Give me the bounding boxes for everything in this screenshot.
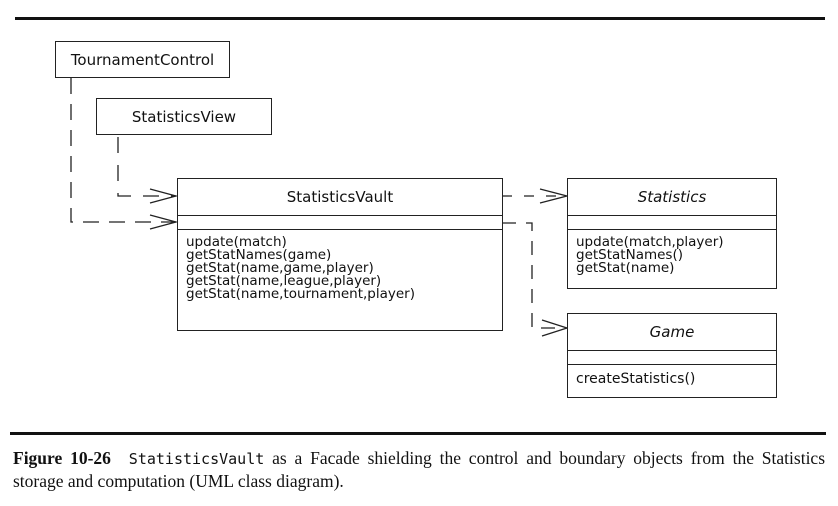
operation: getStat(name,league,player) [186,273,382,289]
operation: getStatNames(game) [186,247,332,263]
class-name: StatisticsVault [178,179,502,216]
operations-compartment: createStatistics() [568,365,776,390]
operation: update(match) [186,234,287,250]
class-statistics: Statistics update(match,player) getStatN… [567,178,777,289]
figure-caption: Figure 10-26 StatisticsVault as a Facade… [13,447,825,492]
class-statisticsview: StatisticsView [96,98,272,135]
attributes-compartment [178,216,502,230]
figure-label: Figure 10-26 [13,448,111,468]
attributes-compartment [568,216,776,230]
operation: getStat(name,game,player) [186,260,374,276]
class-tournamentcontrol: TournamentControl [55,41,230,78]
caption-text: as a Facade shielding the control and bo… [13,448,826,491]
class-name: Statistics [568,179,776,216]
class-name: TournamentControl [70,50,215,69]
operation: update(match,player) [576,234,724,250]
class-statisticsvault: StatisticsVault update(match) getStatNam… [177,178,503,331]
bottom-rule [10,432,826,435]
class-game: Game createStatistics() [567,313,777,398]
caption-code-term: StatisticsVault [128,450,265,468]
operation: getStatNames() [576,247,683,263]
dep-tournamentcontrol-to-vault [70,78,176,223]
arrowhead-statisticsview [149,188,179,204]
attributes-compartment [568,351,776,365]
operation: getStat(name,tournament,player) [186,286,415,302]
operations-compartment: update(match) getStatNames(game) getStat… [178,230,502,305]
class-name: Game [568,314,776,351]
operation: createStatistics() [576,371,696,387]
top-rule [15,17,825,20]
dep-vault-to-game [502,222,567,329]
dep-statisticsview-to-vault [117,137,176,197]
operations-compartment: update(match,player) getStatNames() getS… [568,230,776,279]
arrowhead-tournamentcontrol [149,214,179,230]
class-name: StatisticsView [131,107,237,126]
operation: getStat(name) [576,260,675,276]
